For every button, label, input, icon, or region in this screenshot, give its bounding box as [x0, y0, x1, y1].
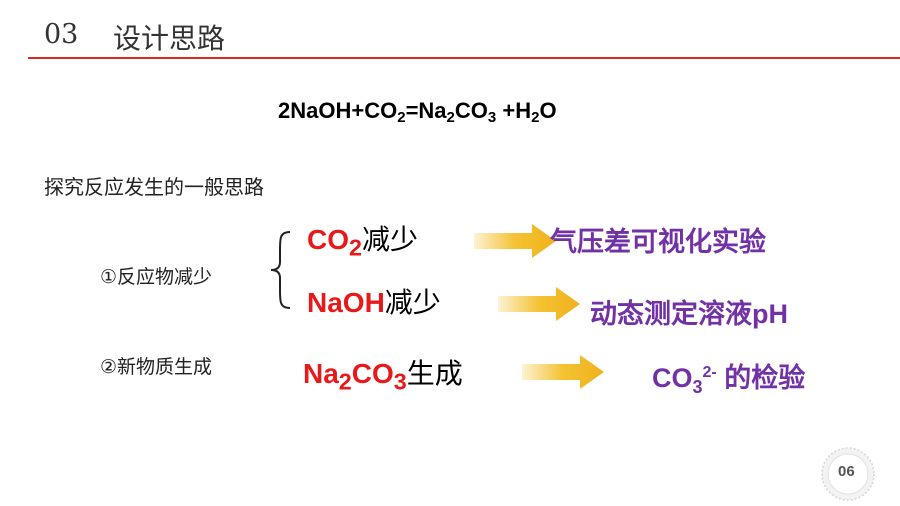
page-title: 设计思路 — [113, 22, 226, 55]
right-arrow-icon — [474, 224, 556, 258]
path-label-new-substance: ②新物质生成 — [100, 356, 213, 378]
method-ph-measurement: 动态测定溶液pH — [590, 299, 788, 329]
header-divider — [28, 57, 900, 59]
curly-brace-icon — [270, 231, 291, 309]
intro-text: 探究反应发生的一般思路 — [44, 175, 264, 199]
method-carbonate-test: CO32- 的检验 — [652, 363, 806, 397]
reason-na2co3-formed: Na2CO3生成 — [303, 357, 463, 395]
method-pressure-experiment: 气压差可视化实验 — [550, 227, 766, 257]
path-label-reactant-decrease: ①反应物减少 — [100, 266, 213, 288]
right-arrow-icon — [498, 287, 580, 321]
section-number: 03 — [44, 19, 79, 50]
chemical-equation: 2NaOH+CO2=Na2CO3 +H2O — [278, 98, 557, 126]
reason-co2-decrease: CO2减少 — [307, 223, 418, 261]
right-arrow-icon — [522, 355, 604, 389]
page-number: 06 — [838, 463, 855, 480]
page-badge-icon — [821, 447, 875, 501]
reason-naoh-decrease: NaOH减少 — [307, 286, 441, 319]
